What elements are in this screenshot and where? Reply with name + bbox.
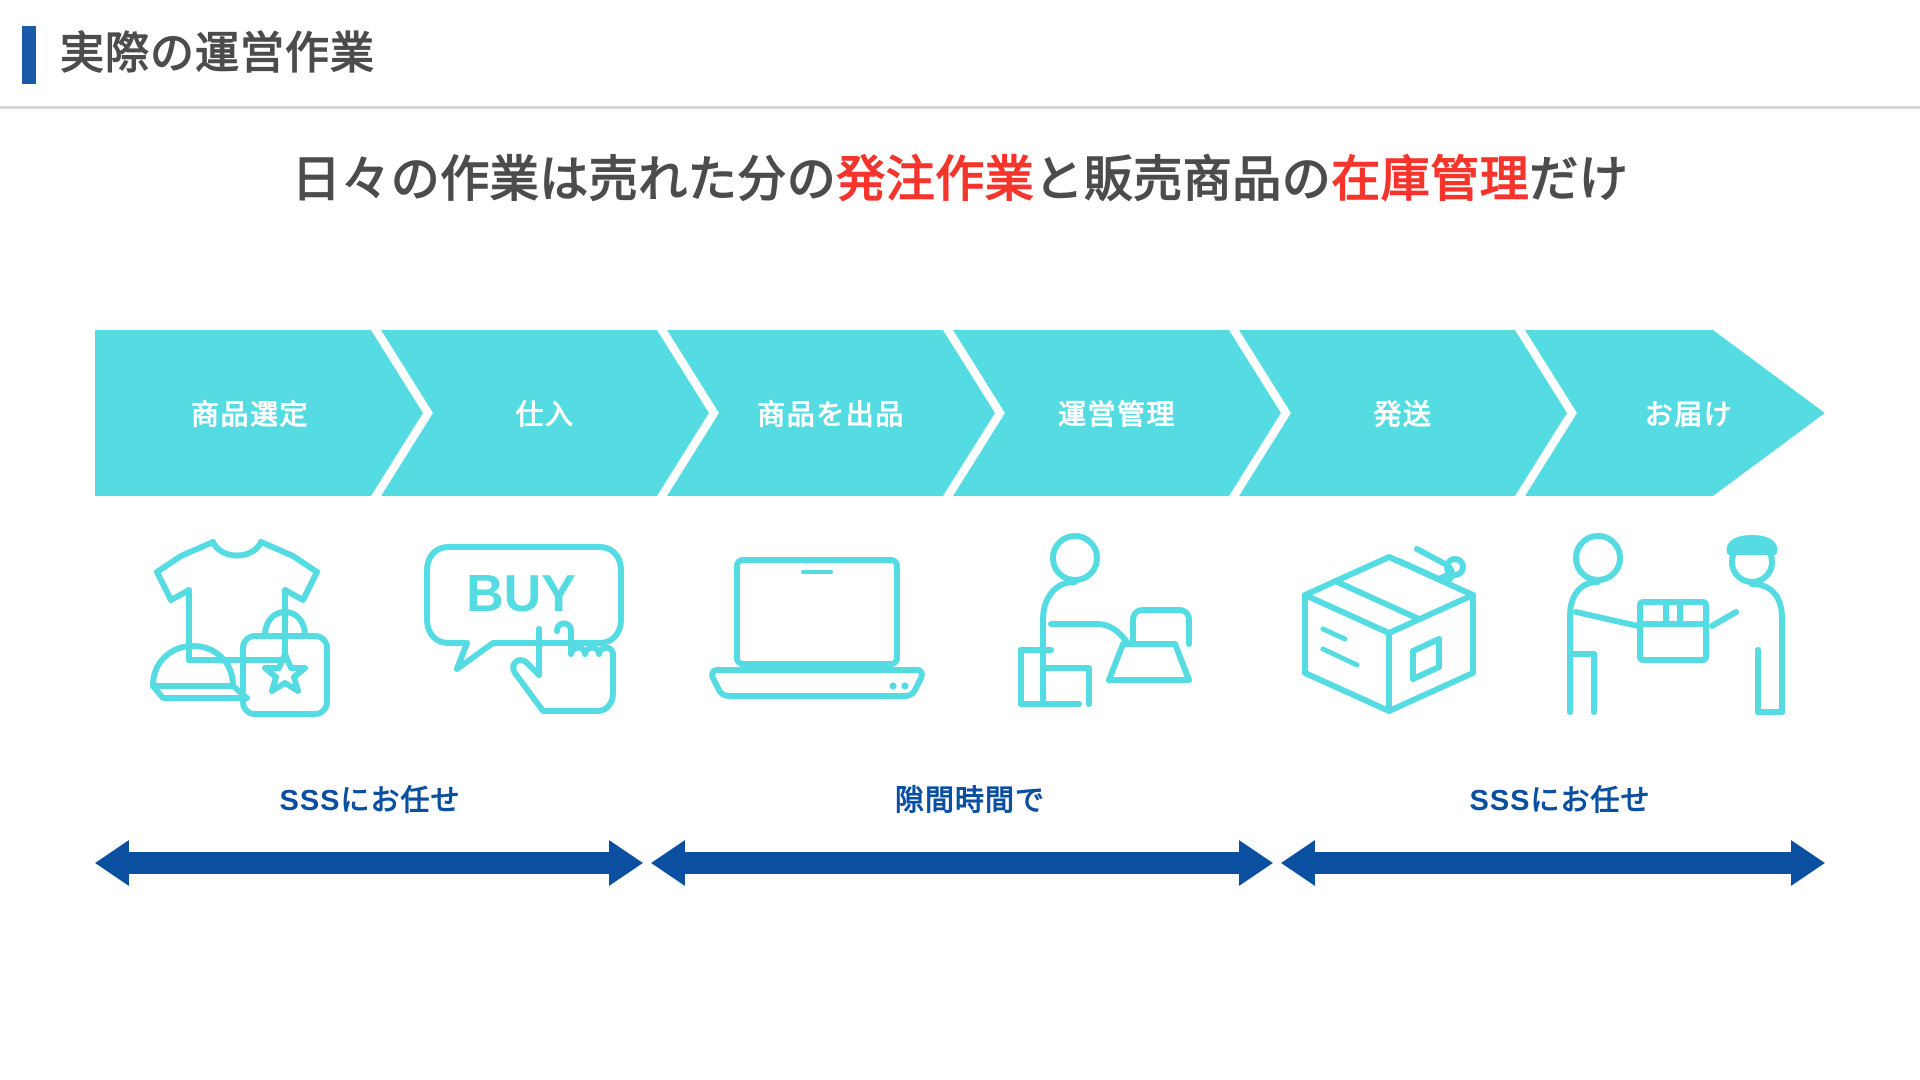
segment-caption-1: SSSにお任せ bbox=[279, 785, 461, 817]
page-title: 実際の運営作業 bbox=[60, 29, 375, 78]
icon-cell-4 bbox=[953, 520, 1253, 735]
segment-arrow-1 bbox=[95, 840, 643, 886]
chevron-shape-5 bbox=[1239, 330, 1567, 496]
delivery-handoff-icon bbox=[1567, 533, 1785, 715]
lead-text-part1: 日々の作業は売れた分の bbox=[291, 153, 837, 207]
lead-text-part3: だけ bbox=[1529, 153, 1629, 207]
icon-cell-2: BUY bbox=[381, 520, 681, 735]
page-header: 実際の運営作業 bbox=[0, 0, 1920, 109]
segment-arrows bbox=[95, 840, 1825, 886]
chevron-shape-1 bbox=[95, 330, 423, 496]
lead-highlight-ordering: 発注作業 bbox=[836, 153, 1035, 207]
lead-heading: 日々の作業は売れた分の発注作業と販売商品の在庫管理だけ bbox=[0, 140, 1920, 211]
lead-text-part2: と販売商品の bbox=[1034, 153, 1332, 207]
package-box-tape-icon bbox=[1302, 545, 1476, 714]
chevron-shape-2 bbox=[381, 330, 709, 496]
icon-cell-3 bbox=[667, 520, 967, 735]
process-flow-band: 商品選定 仕入 商品を出品 運営管理 発送 お届け bbox=[95, 330, 1825, 496]
segment-arrow-2 bbox=[651, 840, 1273, 886]
segment-arrow-row bbox=[95, 838, 1825, 888]
icon-cell-6 bbox=[1525, 520, 1825, 735]
svg-text:BUY: BUY bbox=[466, 565, 576, 623]
segment-caption-2: 隙間時間で bbox=[894, 785, 1045, 817]
header-divider bbox=[0, 106, 1920, 109]
person-at-desk-icon bbox=[1018, 532, 1192, 707]
icon-cell-5 bbox=[1239, 520, 1539, 735]
process-icon-row: BUY bbox=[95, 520, 1825, 735]
chevron-shape-3 bbox=[667, 330, 995, 496]
buy-button-hand-icon: BUY bbox=[424, 543, 624, 714]
process-chevrons bbox=[95, 330, 1825, 496]
icon-cell-1 bbox=[95, 520, 395, 735]
segment-caption-3: SSSにお任せ bbox=[1469, 785, 1651, 817]
tshirt-cap-bag-icon bbox=[150, 538, 330, 717]
header-accent-bar bbox=[22, 26, 36, 84]
segment-arrow-3 bbox=[1281, 840, 1825, 886]
laptop-icon bbox=[709, 556, 925, 699]
chevron-shape-6 bbox=[1525, 330, 1825, 496]
chevron-shape-4 bbox=[953, 330, 1281, 496]
lead-highlight-inventory: 在庫管理 bbox=[1331, 153, 1530, 207]
